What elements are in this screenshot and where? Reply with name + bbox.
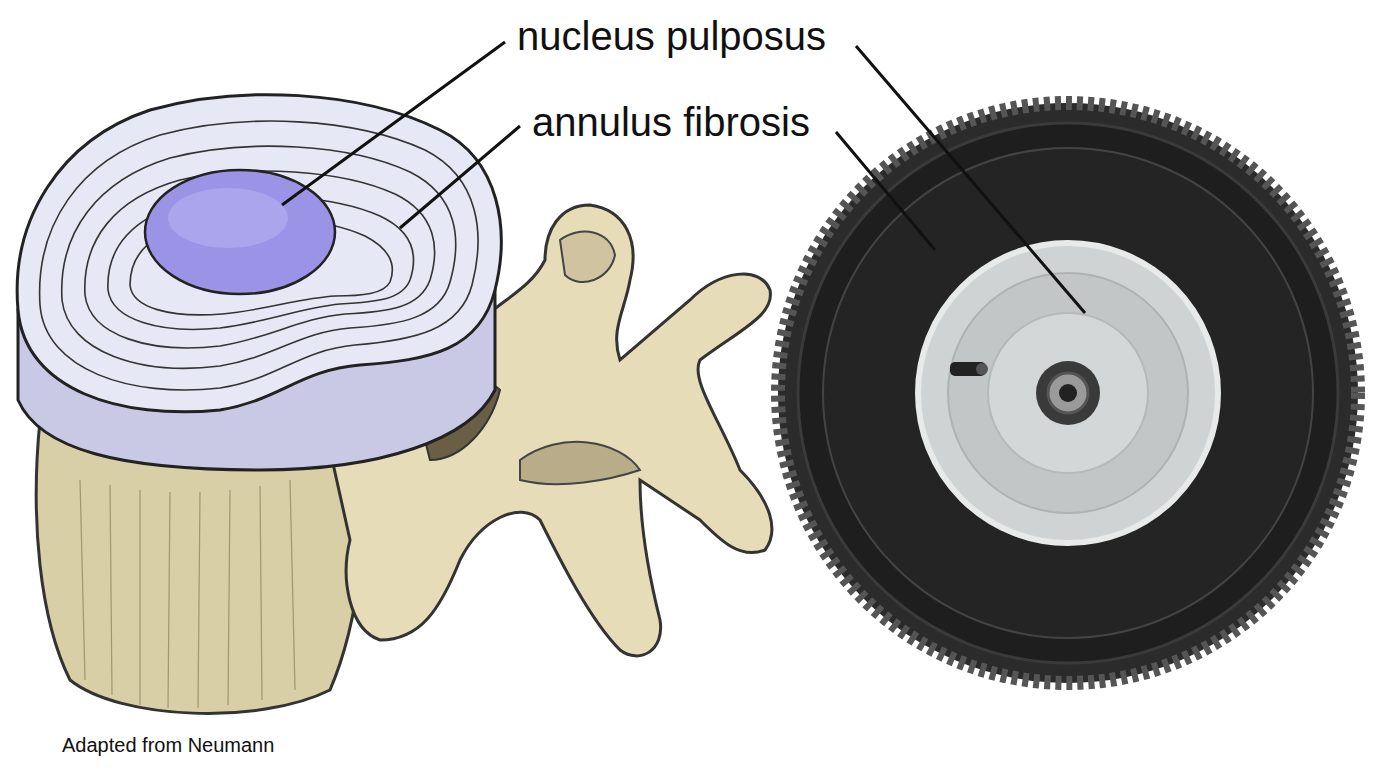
leader-lines	[282, 42, 1085, 313]
vertebra-illustration	[17, 95, 772, 714]
part-label: annulus fibrosis	[532, 98, 810, 146]
credit-note: Adapted from Neumann	[62, 733, 274, 757]
wheel-illustration	[778, 103, 1358, 683]
part-label: nucleus pulposus	[517, 12, 826, 60]
